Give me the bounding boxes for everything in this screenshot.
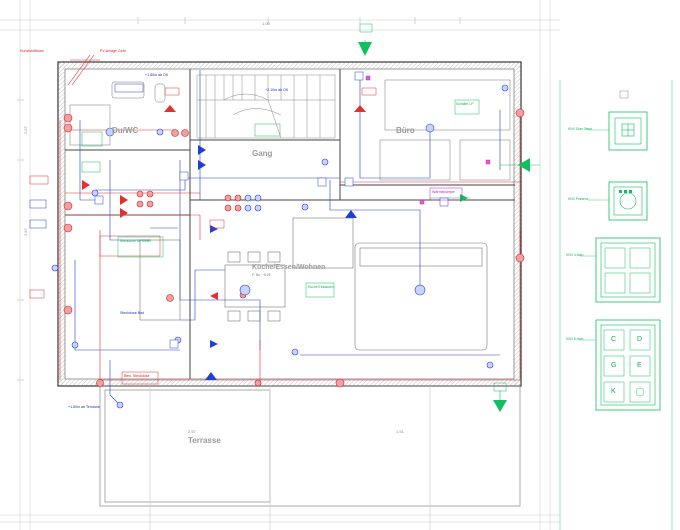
label-terrace-height: +1.80m ab Terrasse [68, 405, 100, 409]
blue-wiring [74, 70, 501, 406]
dimension-lines [0, 0, 560, 530]
switch-symbols [94, 71, 449, 349]
blue-annotation-boxes [29, 83, 144, 229]
legend-key-d: D [637, 336, 643, 343]
label-height-2: +2.10m ab OK [265, 88, 289, 92]
legend-presence-sensor [608, 181, 648, 221]
green-annotation-boxes [81, 23, 507, 392]
dimension-terrace-right: 1.51 [396, 429, 404, 434]
kitchen-furniture [139, 217, 488, 351]
room-label-du-wc: Du/WC [112, 126, 139, 135]
legend-4fold-switch [595, 237, 661, 303]
legend-label-1: KNX Glas 3fach [568, 127, 593, 131]
interior-walls [65, 69, 515, 379]
terrace [99, 385, 521, 530]
legend-label-4: KNX 6-fach [566, 337, 584, 341]
green-triangles [358, 42, 530, 412]
legend-key-k: K [611, 388, 616, 395]
red-annotation-boxes [29, 87, 377, 385]
room-label-gang: Gang [252, 149, 273, 158]
dimension-terrace-left: 2.57 [188, 429, 196, 434]
legend-6fold-switch [595, 319, 661, 411]
label-buero-note: Schalter LP [456, 102, 474, 106]
blue-outlets [51, 84, 509, 409]
exterior-walls [57, 61, 522, 387]
kitchen-floor-note: F: Bo. ~8.25 [252, 273, 271, 277]
dimension-left-upper: 2.57 [22, 126, 28, 134]
label-height-1: +1.80m ab OK [145, 73, 169, 77]
label-terrace-outlet: Bew. Steckdose [124, 374, 150, 378]
label-kunststoffdose: Kunststoffdose [20, 49, 44, 53]
dimension-top: 1.05 [262, 21, 270, 26]
label-pv-anlage: PV-Anlage Gelb [100, 49, 126, 53]
room-label-terrasse: Terrasse [188, 436, 221, 445]
legend-key-e: E [637, 362, 642, 369]
staircase [196, 74, 336, 139]
red-outlets [63, 108, 525, 388]
room-label-kueche: Küche/Essen/Wohnen [252, 264, 326, 271]
label-steckdose-bad: Steckdose Bad [120, 311, 145, 315]
legend-glass-switch [608, 111, 648, 151]
room-label-buero: Büro [396, 126, 415, 135]
legend-panel [559, 80, 673, 530]
legend-label-2: KNX Präsenz [568, 197, 589, 201]
red-triangles [82, 105, 366, 300]
dimension-ticks [17, 17, 461, 381]
red-wiring [59, 54, 521, 381]
legend-key-g: G [611, 362, 617, 369]
blue-triangles [198, 145, 357, 380]
label-kueche-note: Küche Einbauten [308, 285, 334, 289]
label-gang-note: Steckdose für Smart [120, 239, 151, 243]
dimension-left-lower: 2.57 [22, 228, 28, 236]
legend-label-3: KNX 4-fach [566, 253, 584, 257]
bathroom-fixtures [69, 81, 166, 146]
office-furniture [379, 79, 511, 181]
purple-devices [365, 75, 491, 205]
label-wp-note: Wärmepumpe [432, 190, 455, 194]
legend-key-c: C [611, 336, 617, 343]
purple-note-box [429, 187, 463, 201]
